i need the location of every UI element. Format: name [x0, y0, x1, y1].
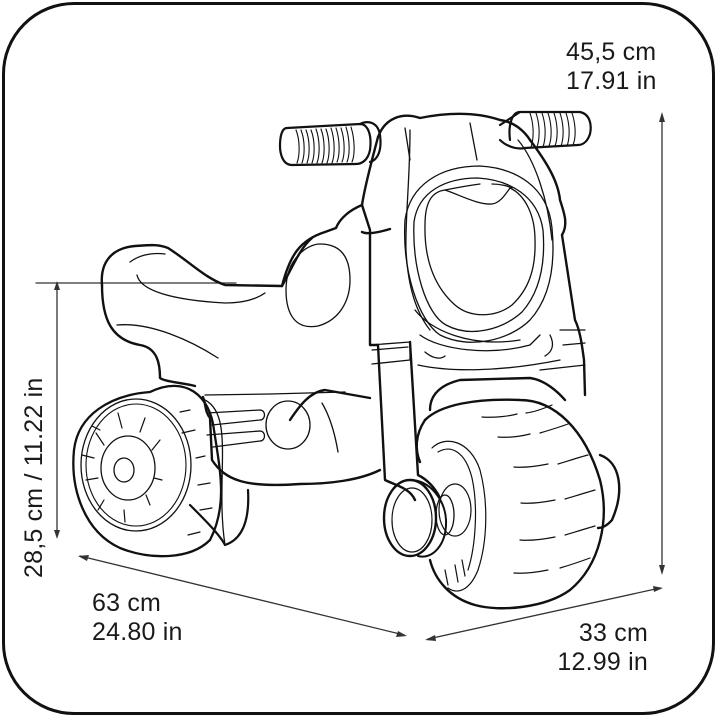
length-label: 63 cm 24.80 in [92, 589, 183, 647]
front-wheel [415, 376, 621, 610]
body-seat [100, 236, 382, 487]
arrow-left-icon [78, 555, 89, 561]
arrow-down-icon [54, 530, 60, 539]
width-label: 33 cm 12.99 in [557, 619, 648, 677]
width-in: 12.99 in [557, 648, 648, 676]
seat-height-label: 28,5 cm / 11.22 in [20, 278, 49, 578]
length-dimension-line [79, 555, 405, 636]
width-cm: 33 cm [578, 619, 648, 647]
arrow-up-icon [54, 281, 60, 290]
handlebar-left-grip [278, 121, 382, 167]
arrow-down-icon [659, 565, 665, 575]
length-cm: 63 cm [92, 589, 162, 617]
total-height-in: 17.91 in [566, 67, 657, 95]
total-height-label: 45,5 cm 17.91 in [566, 38, 657, 96]
front-wheel-details [431, 404, 596, 592]
front-fairing [280, 112, 587, 397]
rear-wheel [72, 384, 250, 558]
arrow-right-icon [653, 586, 663, 592]
body-details [116, 243, 351, 453]
width-dimension-line [427, 587, 661, 640]
arrow-up-icon [659, 112, 665, 122]
seat-height-text: 28,5 cm / 11.22 in [20, 377, 48, 578]
handlebar-right-grip [498, 110, 592, 150]
arrow-right-icon [396, 631, 407, 637]
arrow-left-icon [425, 635, 436, 641]
dimension-lines [35, 112, 665, 641]
front-axle-knob [376, 340, 455, 558]
length-in: 24.80 in [92, 618, 183, 646]
total-height-cm: 45,5 cm [566, 38, 657, 66]
fairing-details [369, 122, 586, 371]
